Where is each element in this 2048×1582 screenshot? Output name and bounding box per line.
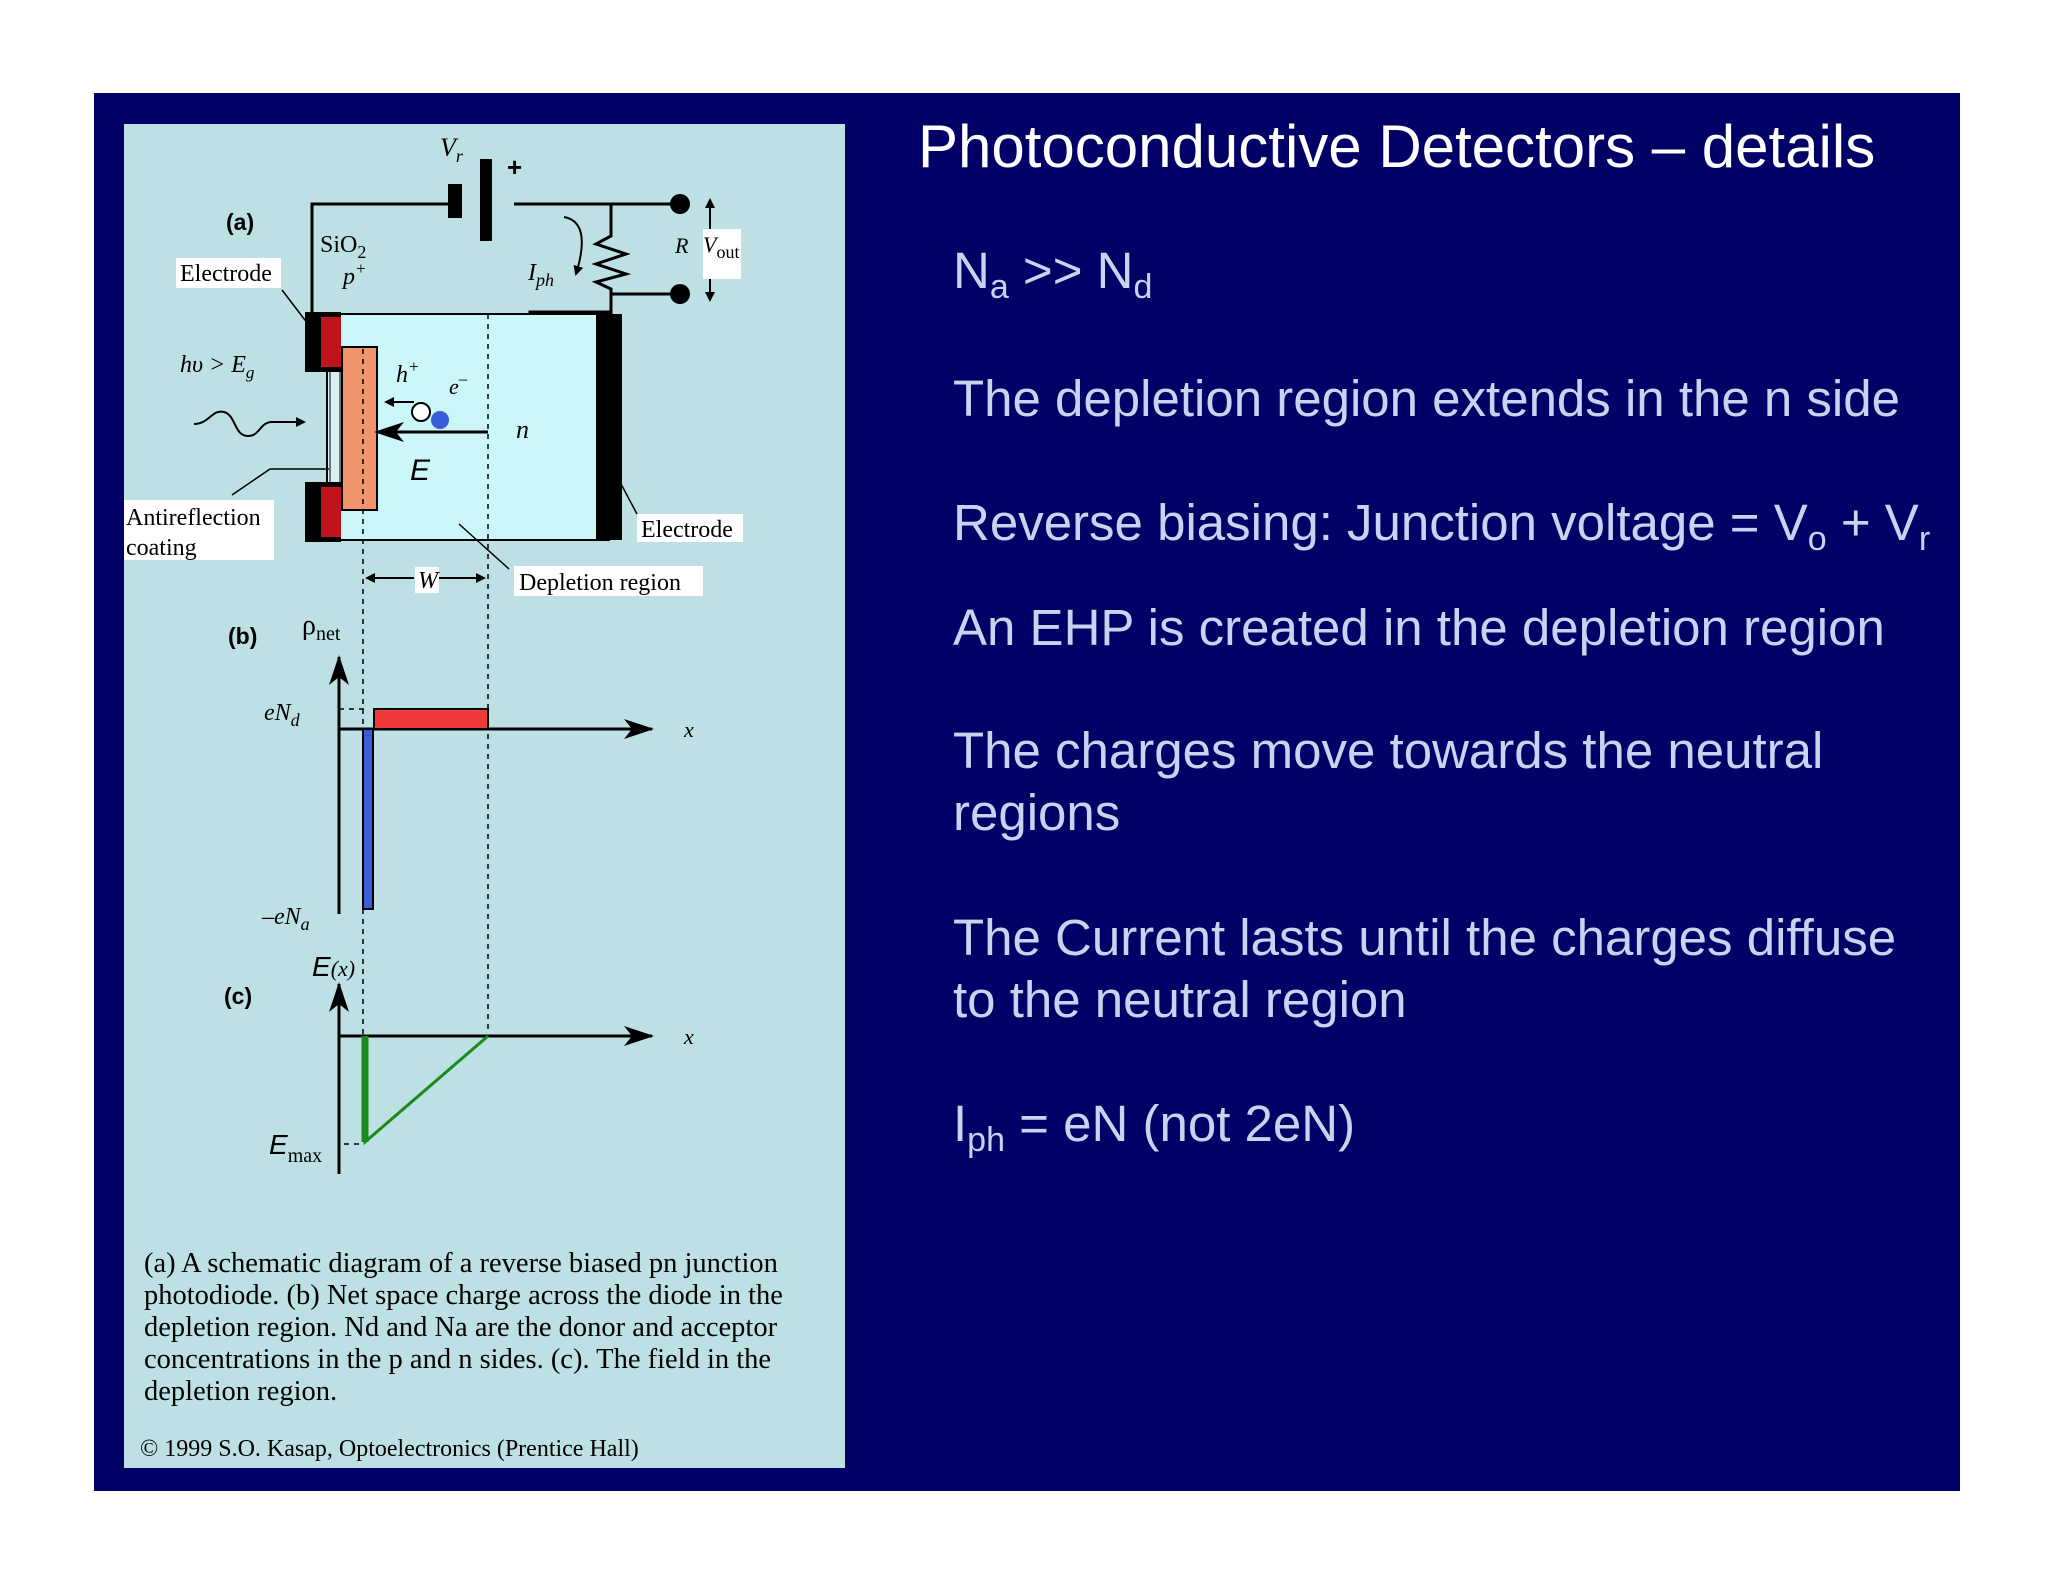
- battery-negative-plate: [448, 184, 462, 218]
- vr-label: Vr: [440, 133, 464, 166]
- panel-b-label: (b): [228, 623, 257, 649]
- right-electrode: [596, 314, 622, 540]
- electrode-right-label-box: [637, 514, 743, 542]
- rho-net-label: ρnet: [302, 610, 341, 645]
- resistor-symbol: [591, 229, 632, 294]
- photocurrent-arrow: [563, 216, 584, 276]
- w-label: W: [418, 568, 440, 594]
- iph-label: Iph: [527, 260, 554, 290]
- leader-lines: [231, 289, 638, 570]
- electrode-left-label: Electrode: [180, 261, 272, 287]
- acceptor-charge-block: [362, 728, 374, 910]
- field-profile: [363, 1034, 489, 1146]
- slide-title: Photoconductive Detectors – details: [918, 113, 1876, 180]
- output-terminal-top: [670, 194, 690, 214]
- depletion-guides: [339, 314, 489, 1145]
- vout-label: Vout: [703, 232, 739, 262]
- panel-c-label: (c): [224, 983, 252, 1009]
- electron-circle: [431, 411, 449, 429]
- bullet-ehp-created: An EHP is created in the depletion regio…: [953, 599, 1885, 656]
- bullet-current-lasts: The Current lasts until the charges diff…: [953, 909, 1897, 1028]
- battery-positive-plate: [480, 159, 492, 241]
- donor-charge-block: [373, 708, 489, 730]
- ex-label: E(x): [312, 951, 355, 982]
- p-plus-label: p+: [341, 259, 366, 290]
- electrode-right-label: Electrode: [641, 517, 733, 543]
- hole-circle: [411, 402, 431, 422]
- sio2-label: SiO2: [320, 232, 366, 262]
- bullet-na-nd: Na >> Nd: [953, 242, 1153, 306]
- x-label-c: x: [683, 1024, 694, 1049]
- antireflection-label-line1: Antireflection: [126, 505, 261, 531]
- emax-label: Emax: [269, 1129, 322, 1167]
- battery-plus-label: +: [507, 152, 522, 182]
- figure-copyright: © 1999 S.O. Kasap, Optoelectronics (Pren…: [140, 1436, 639, 1462]
- resistor-label: R: [674, 233, 689, 258]
- photodiode-diagram: (a) (b) (c) Vr + SiO2 p+ Electrode Iph R…: [124, 133, 743, 1174]
- vout-label-box: [703, 229, 741, 279]
- ena-label: –eNa: [261, 904, 310, 934]
- bottom-left-electrode-contact: [321, 487, 341, 537]
- p-plus-layer: [341, 346, 378, 511]
- depletion-label-box: [514, 566, 703, 596]
- bullet-iph: Iph = eN (not 2eN): [953, 1095, 1356, 1159]
- antireflection-label-line2: coating: [126, 535, 197, 561]
- depletion-region-label: Depletion region: [519, 570, 681, 596]
- figure-caption: (a) A schematic diagram of a reverse bia…: [144, 1248, 783, 1407]
- hole-label: h+: [396, 357, 419, 388]
- n-region-label: n: [516, 415, 529, 444]
- photon-energy-label: hυ > Eg: [180, 352, 254, 382]
- antireflection-label-box: [124, 500, 274, 560]
- output-terminal-bottom: [670, 284, 690, 304]
- end-label: eNd: [264, 700, 301, 730]
- panel-a-label: (a): [226, 209, 254, 235]
- photon-wave: [193, 410, 306, 438]
- electrode-left-label-box: [176, 258, 281, 288]
- circuit-wires: [310, 202, 678, 319]
- x-label-b: x: [683, 717, 694, 742]
- field-label: E: [410, 454, 431, 487]
- bullet-depletion-extends: The depletion region extends in the n si…: [953, 370, 1900, 427]
- bullet-reverse-biasing: Reverse biasing: Junction voltage = Vo +…: [953, 494, 1931, 558]
- top-left-electrode-contact: [321, 317, 341, 367]
- photodiode-figure: (a) (b) (c) Vr + SiO2 p+ Electrode Iph R…: [124, 124, 845, 1468]
- w-label-box: [415, 567, 439, 593]
- electron-label: e–: [449, 369, 468, 399]
